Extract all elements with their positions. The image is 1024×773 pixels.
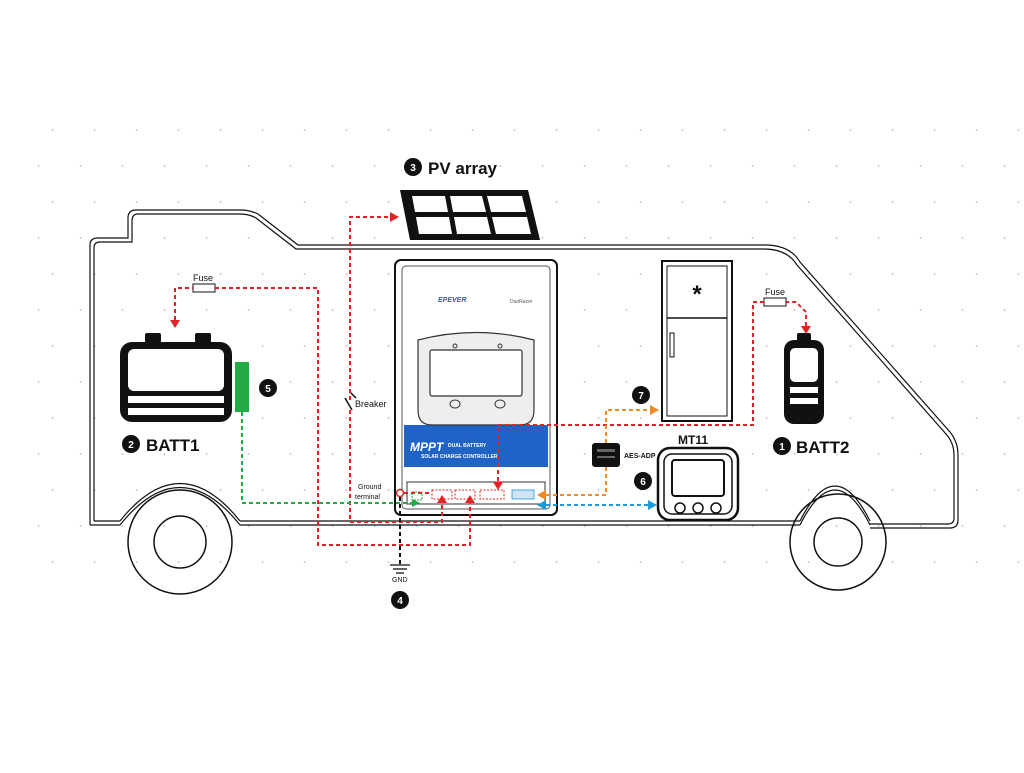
aes-adp-adapter [592,443,620,467]
fuse-right-label: Fuse [765,287,785,297]
controller-subtitle-2: SOLAR CHARGE CONTROLLER [421,454,498,460]
fuse-left-label: Fuse [193,273,213,283]
charge-controller: EPEVER DuoRacer MPPT DUAL BATTERY SOLAR … [394,259,558,516]
ground-terminal-label-2: terminal [355,494,380,501]
batt2-label: BATT2 [796,438,850,457]
svg-text:2: 2 [128,440,134,451]
snowflake-icon: * [692,281,702,308]
rear-wheel [789,493,887,591]
display-screen [429,349,523,397]
fuse-right [763,297,787,307]
temp-sensor-wire [241,412,420,507]
svg-text:5: 5 [265,384,271,395]
svg-text:4: 4 [397,596,403,607]
svg-text:7: 7 [638,391,644,402]
svg-text:6: 6 [640,477,646,488]
marker-6: 6 [634,472,652,490]
mt11-meter [656,446,740,522]
pv-array-panel [400,190,540,240]
breaker-label: Breaker [355,399,387,409]
batt1-label: BATT1 [146,436,200,455]
controller-mppt-text: MPPT [410,440,445,454]
power-wires [174,216,807,546]
ground-terminal-point [395,488,405,498]
gnd-label: GND [392,577,408,584]
controller-model: DuoRacer [510,299,533,305]
refrigerator: * [661,260,733,422]
front-wheel [127,489,233,595]
controller-brand: EPEVER [438,297,466,304]
controller-subtitle-1: DUAL BATTERY [448,443,487,449]
marker-5: 5 [259,379,277,397]
svg-text:3: 3 [410,163,416,174]
blue-comm-wire [537,500,657,510]
batt2-battery [784,333,824,424]
marker-1: 1 [773,437,791,455]
aes-adp-label: AES-ADP [624,453,656,460]
mt11-label: MT11 [678,433,708,447]
marker-3: 3 [404,158,422,176]
ground-terminal-label-1: Ground [358,484,381,491]
ground-symbol [390,564,410,574]
marker-4: 4 [391,591,409,609]
marker-7: 7 [632,386,650,404]
marker-2: 2 [122,435,140,453]
svg-text:1: 1 [779,442,785,453]
power-wire-arrows [170,212,811,503]
temperature-sensor [235,362,249,412]
controller-button-left[interactable] [449,399,461,409]
controller-blue-band [404,425,548,467]
controller-button-right[interactable] [494,399,506,409]
batt1-battery [120,333,232,422]
pv-array-label: PV array [428,159,498,178]
fuse-left [192,283,216,293]
orange-comm-wire [537,405,659,500]
